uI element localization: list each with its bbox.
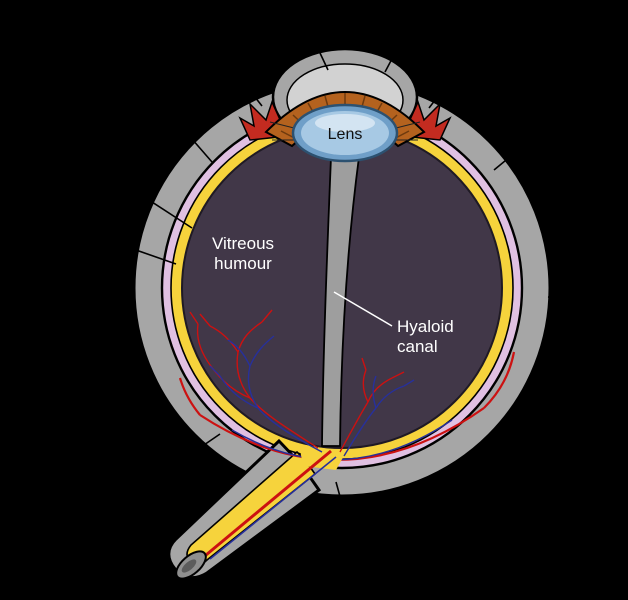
lens-highlight <box>315 114 375 132</box>
vessel-branch <box>247 365 259 409</box>
vessel-branch <box>199 313 211 327</box>
vessel-branch <box>339 401 369 453</box>
optic-nerve-cut-core <box>181 559 197 573</box>
vitreous-vessels-center-blue <box>343 375 415 457</box>
zonule-fibers <box>269 121 421 141</box>
zonule-fiber <box>395 121 421 129</box>
hyaloid-leader-line <box>333 291 393 327</box>
zonule-fiber <box>269 121 295 129</box>
leader-tick <box>95 235 177 265</box>
vessel-branch <box>403 379 415 387</box>
leader-tick <box>111 175 193 229</box>
vitreous-label-line1: Vitreous <box>212 234 274 253</box>
central-retinal-vein <box>209 456 337 560</box>
central-retinal-artery <box>205 449 332 557</box>
leader-ticks <box>95 35 601 541</box>
leader-tick <box>547 296 601 301</box>
vessel-branch <box>189 311 199 325</box>
vessel-branch <box>375 385 405 409</box>
retinal-vessel-arc <box>231 419 453 461</box>
retinal-vessel-arcs-blue <box>231 419 453 461</box>
leader-tick <box>149 433 221 483</box>
leader-tick <box>428 77 453 109</box>
vessel-branch <box>257 407 323 453</box>
vessel-branch <box>362 369 369 403</box>
hyaloid-label-line1: Hyaloid <box>397 317 454 336</box>
retinal-vessel-arc <box>178 377 201 416</box>
leader-tick <box>311 35 329 71</box>
vitreous-vessels-left-blue <box>209 335 323 453</box>
vessel-branch <box>361 357 367 371</box>
vitreous-vessels-center-red <box>339 357 405 453</box>
vessel-branch <box>372 375 377 409</box>
vessel-branch <box>236 351 251 399</box>
leader-tick <box>335 481 353 541</box>
retinal-vessel-arc <box>483 351 516 409</box>
leader-tick <box>384 39 403 73</box>
vessel-branch <box>391 371 405 379</box>
vessel-branch <box>209 325 239 353</box>
leader-tick <box>239 77 263 107</box>
vessel-branch <box>196 323 209 363</box>
hyaloid-canal <box>321 156 361 447</box>
vessel-branch <box>343 407 377 457</box>
vessel-branch <box>367 377 393 403</box>
leader-tick <box>493 127 546 171</box>
vessel-branch <box>209 365 221 377</box>
leader-tick <box>157 99 213 163</box>
hyaloid-label-line2: canal <box>397 337 438 356</box>
vitreous-label-line2: humour <box>214 254 272 273</box>
vessel-branch <box>219 375 259 409</box>
vessel-branch <box>249 335 275 367</box>
vessel-branch <box>261 309 273 323</box>
lens-label: Lens <box>328 126 363 143</box>
vessel-branch <box>227 339 251 367</box>
